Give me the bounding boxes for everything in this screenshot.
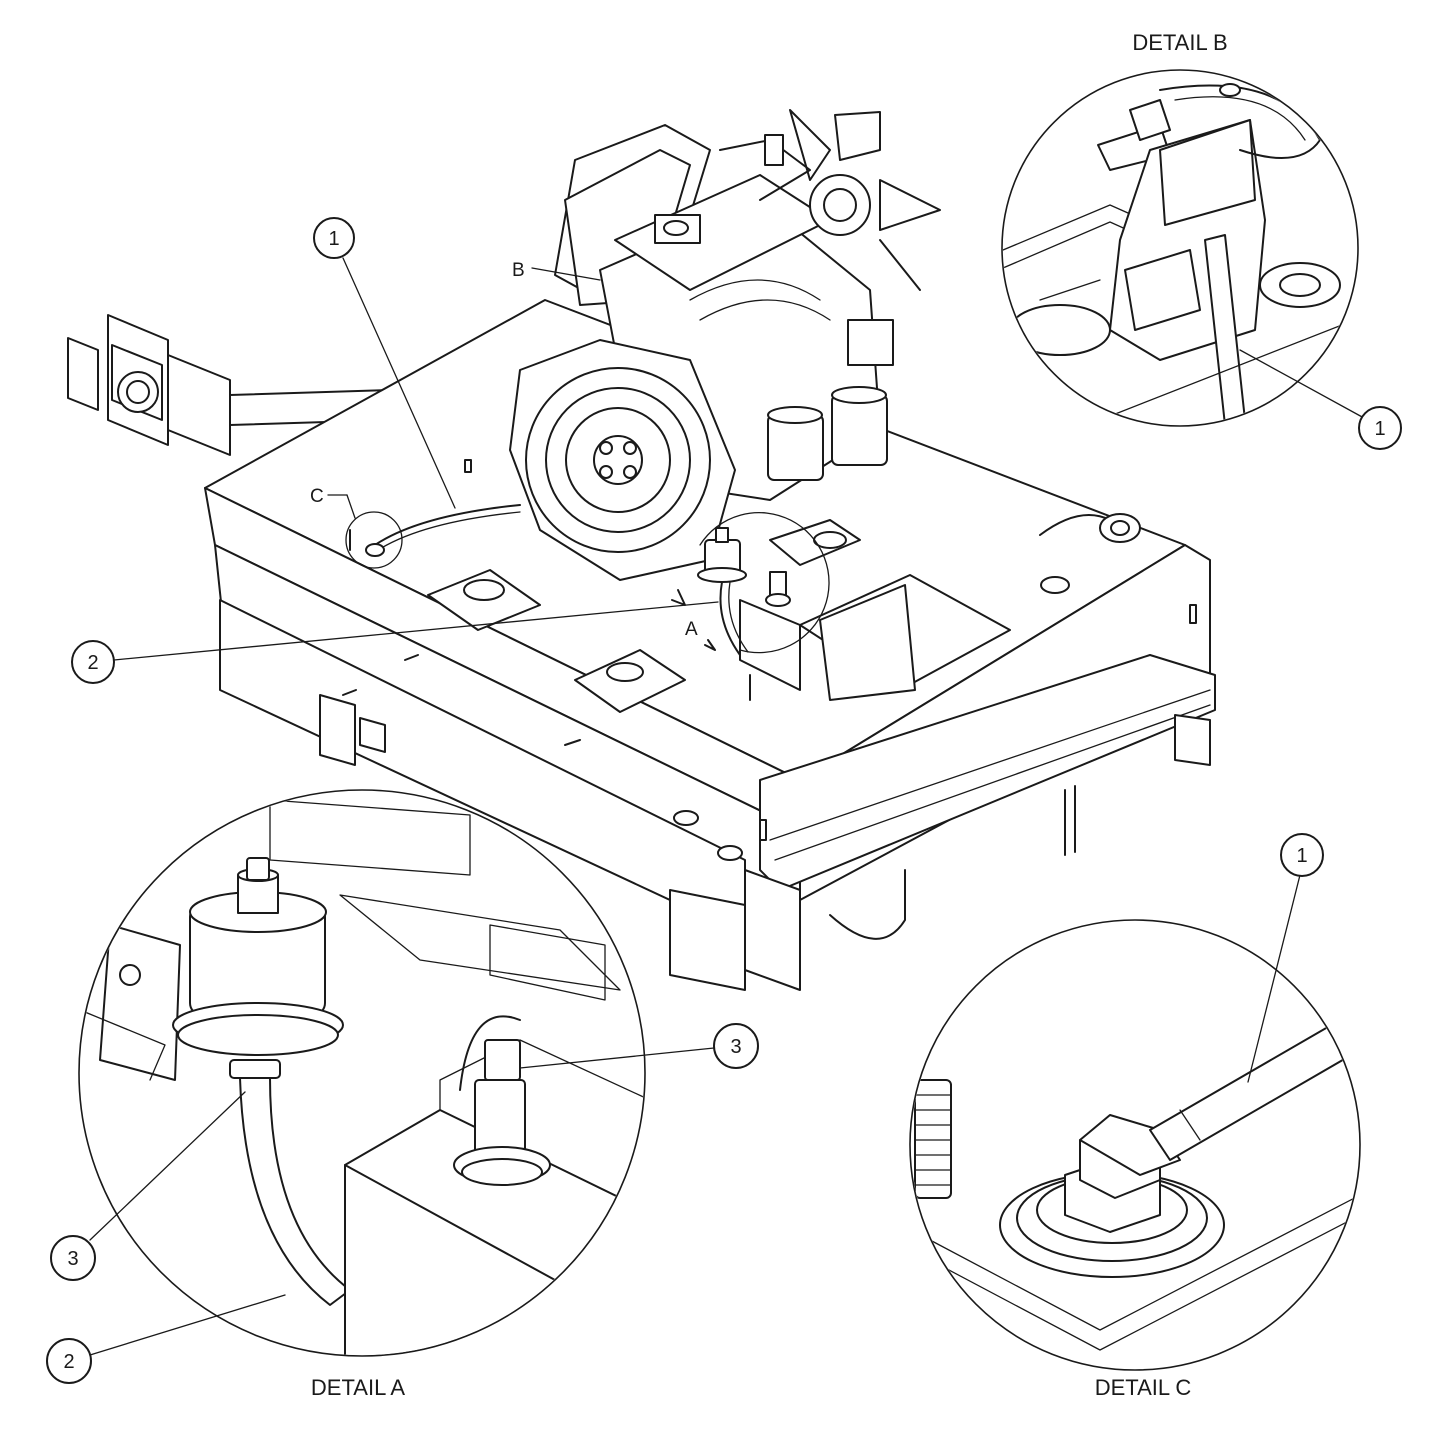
view-marker-b: B [512, 260, 525, 281]
engine-assembly [345, 109, 941, 656]
detail-c: 1 DETAIL C [909, 833, 1361, 1400]
main-callout-2: 2 [71, 601, 719, 684]
callout-number: 3 [67, 1248, 78, 1270]
detail-title: DETAIL B [1132, 30, 1227, 55]
detail-title: DETAIL C [1095, 1375, 1192, 1400]
view-marker-a: A [685, 619, 698, 640]
callout-number: 3 [730, 1036, 741, 1058]
view-marker-letter: C [310, 486, 324, 507]
callout-number: 1 [1374, 418, 1385, 440]
detail-title: DETAIL A [311, 1375, 405, 1400]
callout-number: 1 [1296, 845, 1307, 867]
view-marker-letter: B [512, 260, 525, 281]
view-marker-letter: A [685, 619, 698, 640]
callout-number: 2 [63, 1351, 74, 1373]
view-marker-c: C [310, 486, 356, 519]
callout-number: 2 [87, 652, 98, 674]
detail-a: 3 3 2 DETAIL A [46, 789, 759, 1400]
detail-b: 1 DETAIL B [1001, 30, 1402, 450]
callout-number: 1 [328, 228, 339, 250]
main-callout-1: 1 [313, 217, 456, 509]
